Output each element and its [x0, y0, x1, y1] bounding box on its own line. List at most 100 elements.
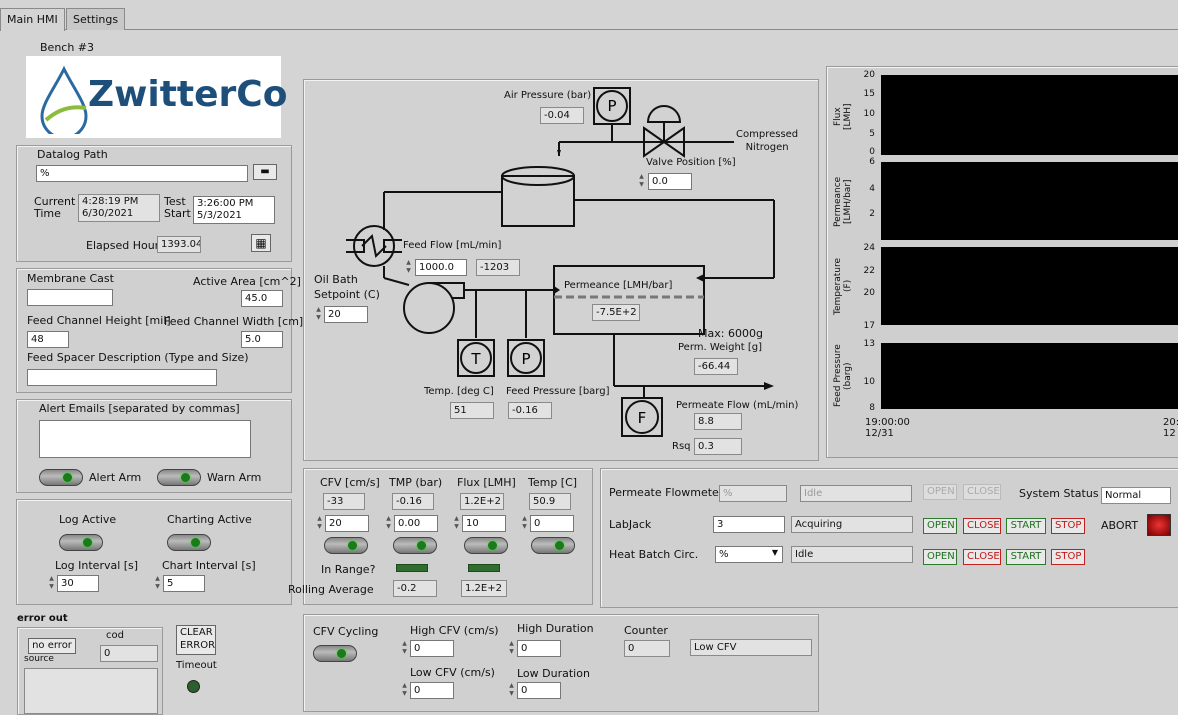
channel-width-input[interactable]: 5.0: [241, 331, 283, 348]
membrane-cast-input[interactable]: [27, 289, 113, 306]
warn-arm-label: Warn Arm: [207, 471, 262, 484]
flux-control-toggle[interactable]: [464, 537, 508, 554]
charts-panel: Flux [LMH] Permeance [LMH/bar] Temperatu…: [826, 66, 1178, 458]
clear-error-button[interactable]: CLEAR ERROR: [176, 625, 216, 655]
log-interval-input[interactable]: 30: [57, 575, 99, 592]
feed-flow-spinner[interactable]: ▲▼: [406, 259, 411, 274]
error-status-button[interactable]: no error: [28, 638, 76, 654]
tmp-control-toggle[interactable]: [393, 537, 437, 554]
valve-position-input[interactable]: 0.0: [648, 173, 692, 190]
alert-emails-input[interactable]: [39, 420, 251, 458]
heat-open-button[interactable]: OPEN: [923, 549, 957, 565]
cfv-spinner[interactable]: ▲▼: [317, 515, 322, 530]
folder-browse-button[interactable]: ▬: [253, 164, 277, 180]
log-active-toggle[interactable]: [59, 534, 103, 551]
temp-spinner[interactable]: ▲▼: [522, 515, 527, 530]
cfv-setpoint[interactable]: 20: [325, 515, 369, 532]
alert-arm-toggle[interactable]: [39, 469, 83, 486]
datalog-path-input[interactable]: %: [36, 165, 248, 182]
permeance-tick: 6: [869, 157, 875, 167]
heat-batch-select[interactable]: %: [715, 546, 783, 563]
flux-spinner[interactable]: ▲▼: [454, 515, 459, 530]
temp-value: 50.9: [529, 493, 571, 510]
timeout-label: Timeout: [176, 660, 217, 671]
low-cfv-input[interactable]: 0: [410, 682, 454, 699]
cfv-cycling-panel: CFV Cycling High CFV (cm/s) ▲▼ 0 High Du…: [303, 614, 819, 712]
devices-panel: Permeate Flowmeter % Idle OPEN CLOSE Sys…: [600, 468, 1178, 608]
current-time-label: Current Time: [34, 195, 76, 220]
heat-stop-button[interactable]: STOP: [1051, 549, 1085, 565]
alerts-panel: Alert Emails [separated by commas] Alert…: [16, 399, 292, 493]
tmp-setpoint[interactable]: 0.00: [394, 515, 438, 532]
chevron-down-icon[interactable]: ▼: [771, 548, 779, 557]
spacer-input[interactable]: [27, 369, 217, 386]
high-cfv-label: High CFV (cm/s): [410, 624, 499, 637]
abort-button[interactable]: [1147, 514, 1171, 536]
high-duration-spinner[interactable]: ▲▼: [509, 640, 514, 655]
flux-setpoint[interactable]: 10: [462, 515, 506, 532]
flow-f-letter: F: [638, 409, 647, 427]
flux-rolling-average: 1.2E+2: [461, 580, 507, 597]
labjack-start-button[interactable]: START: [1006, 518, 1046, 534]
valve-spinner[interactable]: ▲▼: [639, 173, 644, 188]
bench-label: Bench #3: [40, 41, 95, 54]
zwitterco-logo: ZwitterCo: [26, 56, 287, 138]
elapsed-label: Elapsed Hours: [86, 239, 165, 252]
high-cfv-spinner[interactable]: ▲▼: [402, 640, 407, 655]
permeate-flowmeter-label: Permeate Flowmeter: [609, 486, 724, 499]
temp-setpoint[interactable]: 0: [530, 515, 574, 532]
air-p-letter: P: [607, 97, 616, 115]
tab-main-hmi[interactable]: Main HMI: [0, 8, 65, 31]
permeate-flowmeter-select[interactable]: %: [719, 485, 787, 502]
tmp-spinner[interactable]: ▲▼: [386, 515, 391, 530]
oil-bath-input[interactable]: 20: [324, 306, 368, 323]
error-code: 0: [100, 645, 158, 662]
labjack-stop-button[interactable]: STOP: [1051, 518, 1085, 534]
low-duration-input[interactable]: 0: [517, 682, 561, 699]
valve-symbol: [643, 126, 666, 158]
warn-arm-toggle[interactable]: [157, 469, 201, 486]
elapsed-hours: 1393.04: [157, 236, 201, 253]
high-cfv-input[interactable]: 0: [410, 640, 454, 657]
feed-flow-setpoint[interactable]: 1000.0: [415, 259, 467, 276]
heat-close-button[interactable]: CLOSE: [963, 549, 1001, 565]
cfv-value: -33: [323, 493, 365, 510]
low-duration-spinner[interactable]: ▲▼: [509, 682, 514, 697]
log-interval-spinner[interactable]: ▲▼: [49, 575, 54, 590]
labjack-input[interactable]: 3: [713, 516, 785, 533]
feed-flow-value: -1203: [476, 259, 520, 276]
calendar-icon[interactable]: ▦: [251, 234, 271, 252]
test-date: 5/3/2021: [197, 210, 242, 221]
test-time: 3:26:00 PM: [197, 198, 254, 209]
temp-control-toggle[interactable]: [531, 537, 575, 554]
counter-value: 0: [624, 640, 670, 657]
chart-interval-input[interactable]: 5: [163, 575, 205, 592]
cfv-control-toggle[interactable]: [324, 537, 368, 554]
flux-tick: 10: [863, 109, 875, 119]
feed-pressure-ylabel: Feed Pressure (barg): [833, 344, 853, 408]
channel-height-input[interactable]: 48: [27, 331, 69, 348]
oil-bath-spinner[interactable]: ▲▼: [316, 306, 321, 321]
labjack-open-button[interactable]: OPEN: [923, 518, 957, 534]
chart-interval-spinner[interactable]: ▲▼: [155, 575, 160, 590]
permeate-open-button[interactable]: OPEN: [923, 484, 957, 500]
heat-start-button[interactable]: START: [1006, 549, 1046, 565]
permeance-label: Permeance [LMH/bar]: [564, 280, 673, 291]
high-duration-input[interactable]: 0: [517, 640, 561, 657]
tab-settings[interactable]: Settings: [66, 8, 126, 30]
low-cfv-spinner[interactable]: ▲▼: [402, 682, 407, 697]
permeate-close-button[interactable]: CLOSE: [963, 484, 1001, 500]
active-area-input[interactable]: 45.0: [241, 290, 283, 307]
flux-tick: 0: [869, 147, 875, 157]
labjack-close-button[interactable]: CLOSE: [963, 518, 1001, 534]
alert-arm-label: Alert Arm: [89, 471, 142, 484]
permeance-tick: 2: [869, 209, 875, 219]
datalog-title: Datalog Path: [37, 148, 108, 161]
high-duration-label: High Duration: [517, 622, 594, 635]
cfv-header: CFV [cm/s]: [320, 476, 380, 489]
charting-active-toggle[interactable]: [167, 534, 211, 551]
cfv-cycling-toggle[interactable]: [313, 645, 357, 662]
droplet-icon: [40, 65, 88, 134]
